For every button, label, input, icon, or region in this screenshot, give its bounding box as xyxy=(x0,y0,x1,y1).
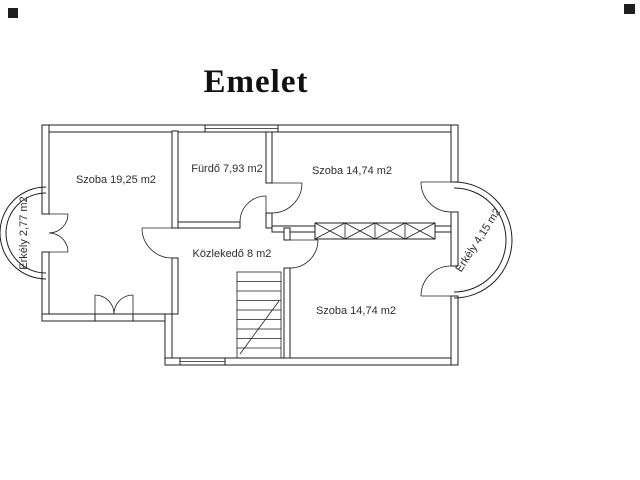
stairs xyxy=(236,271,282,359)
wall-segment xyxy=(271,225,316,233)
wall-segment xyxy=(177,221,241,229)
door-arc xyxy=(239,195,267,223)
wall-segment xyxy=(450,211,459,267)
stairs-outline xyxy=(236,271,282,359)
wall-segment xyxy=(224,357,459,366)
wall-segment xyxy=(41,251,50,322)
wall-segment xyxy=(265,212,273,229)
balcony-arc-inner xyxy=(5,192,47,274)
door-arc xyxy=(48,232,69,253)
balcony-right xyxy=(453,181,513,299)
balcony-label-right: Erkély 4,15 m2 xyxy=(453,206,503,274)
wall-segment xyxy=(41,124,50,215)
wall-segment xyxy=(171,130,179,229)
room-labels: Szoba 19,25 m2 Fürdő 7,93 m2 Szoba 14,74… xyxy=(18,163,503,317)
balcony-left xyxy=(0,186,47,280)
door-arc xyxy=(48,213,69,234)
wall-segment xyxy=(41,124,206,133)
hatched-wall-crosses xyxy=(314,222,436,240)
wall-segment xyxy=(41,313,96,322)
door-arc xyxy=(113,294,134,315)
door-arc xyxy=(289,239,319,269)
scan-mark-top-left xyxy=(8,8,18,18)
balcony-arc-outer xyxy=(453,181,513,299)
windows xyxy=(94,124,279,366)
hatched-wall xyxy=(314,222,436,240)
doors xyxy=(48,181,452,315)
wall-segment xyxy=(164,357,181,366)
hatched-wall-dividers xyxy=(344,223,406,239)
room-label-szoba-left: Szoba 19,25 m2 xyxy=(76,174,156,186)
room-label-szoba-bottom-right: Szoba 14,74 m2 xyxy=(316,305,396,317)
wall-segment xyxy=(450,295,459,366)
wall-segment xyxy=(283,227,291,241)
room-label-szoba-top-right: Szoba 14,74 m2 xyxy=(312,165,392,177)
scan-mark-top-right xyxy=(624,4,635,14)
door-arc xyxy=(271,182,303,214)
wall-segment xyxy=(164,313,173,366)
door-arc xyxy=(420,181,452,213)
balcony-arc-outer xyxy=(0,186,47,280)
wall-segment xyxy=(265,130,273,184)
floor-title: Emelet xyxy=(204,64,309,100)
stair-treads xyxy=(237,281,281,349)
stair-break-line xyxy=(239,300,280,355)
wall-segment xyxy=(283,267,291,359)
balcony-label-left: Erkély 2,77 m2 xyxy=(18,196,30,269)
window xyxy=(94,313,134,322)
door-arc xyxy=(420,265,452,297)
room-label-furdo: Fürdő 7,93 m2 xyxy=(191,163,263,175)
wall-segment xyxy=(434,225,452,233)
wall-segment xyxy=(171,257,179,315)
room-label-kozlekedo: Közlekedő 8 m2 xyxy=(193,248,272,260)
wall-segment xyxy=(450,124,459,183)
wall-segment xyxy=(277,124,459,133)
balcony-arc-inner xyxy=(453,187,507,293)
door-arc xyxy=(94,294,115,315)
door-arc xyxy=(141,227,173,259)
